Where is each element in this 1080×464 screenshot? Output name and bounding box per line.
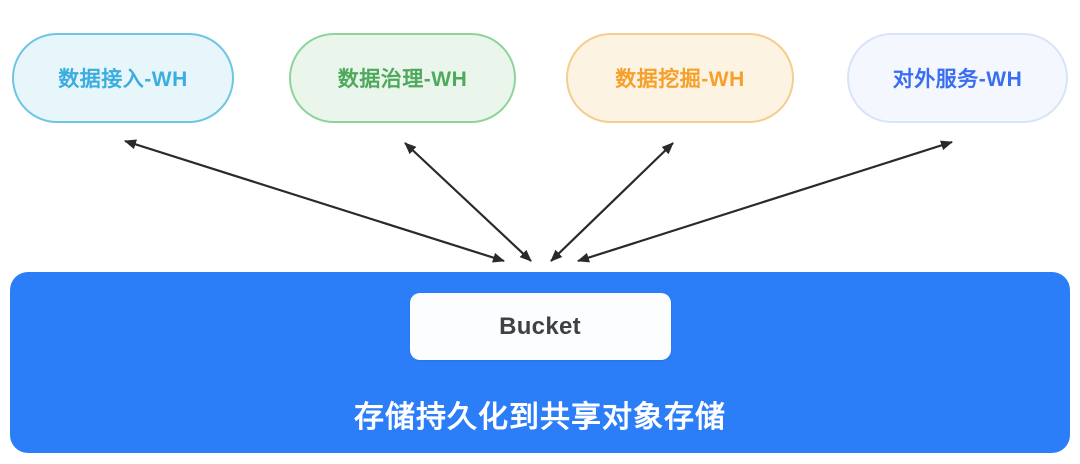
shared-storage-panel: Bucket 存储持久化到共享对象存储: [10, 272, 1070, 453]
warehouse-label: 数据挖掘-WH: [615, 68, 745, 91]
warehouse-node-data-governance[interactable]: 数据治理-WH: [289, 33, 516, 123]
warehouse-label: 对外服务-WH: [892, 68, 1023, 91]
warehouse-node-external-service[interactable]: 对外服务-WH: [847, 33, 1068, 123]
warehouse-node-data-access[interactable]: 数据接入-WH: [12, 33, 234, 123]
warehouse-label: 数据治理-WH: [337, 68, 468, 91]
bidirectional-arrow: [577, 140, 953, 263]
bidirectional-arrow: [550, 142, 674, 262]
storage-caption: 存储持久化到共享对象存储: [354, 401, 726, 434]
bidirectional-arrow: [124, 139, 505, 263]
bucket-label: Bucket: [499, 312, 581, 340]
bucket-card[interactable]: Bucket: [409, 293, 671, 360]
bidirectional-arrow: [404, 142, 532, 262]
warehouse-label: 数据接入-WH: [58, 68, 188, 91]
warehouse-node-data-mining[interactable]: 数据挖掘-WH: [566, 33, 794, 123]
